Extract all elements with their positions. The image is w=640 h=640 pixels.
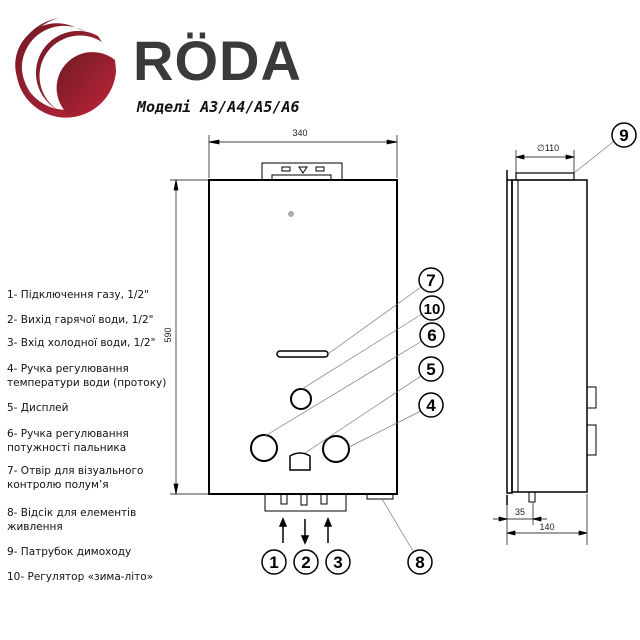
winter-summer-knob [290,388,312,410]
power-knob [250,434,278,462]
flame-window [276,350,329,358]
callout-9: 9 [611,122,637,148]
temperature-knob [322,435,350,463]
front-logo-icon [288,211,294,217]
svg-text:10: 10 [424,301,441,318]
legend-item-8: 8- Відсік для елементів живлення [7,507,137,533]
brand-name: RÖDA [133,29,302,92]
legend-item-4: 4- Ручка регулювання температури води (п… [7,363,167,389]
callout-5: 5 [418,356,444,382]
svg-text:6: 6 [427,326,436,345]
callout-4: 4 [418,392,444,418]
callout-2: 2 [293,549,319,575]
display [289,452,311,471]
svg-text:4: 4 [426,396,436,415]
svg-text:1: 1 [269,553,278,572]
callout-6: 6 [419,322,445,348]
callout-1: 1 [261,549,287,575]
roda-logo-icon [15,18,116,118]
svg-text:2: 2 [301,553,310,572]
legend-item-9: 9- Патрубок димоходу [7,546,132,558]
leader-lines [264,141,614,552]
legend-item-10: 10- Регулятор «зима-літо» [7,571,154,583]
front-view [208,162,398,512]
flow-arrows [278,517,333,545]
legend-item-6: 6- Ручка регулювання потужності пальника [7,428,129,454]
svg-text:8: 8 [415,553,424,572]
flue-diameter-dimension: ∅110 [537,143,559,153]
legend-item-7: 7- Отвір для візуального контролю полум’… [7,465,144,491]
pipe-offset-dimension: 35 [515,507,525,517]
legend-item-1: 1- Підключення газу, 1/2" [7,289,149,301]
svg-text:7: 7 [426,271,435,290]
battery-compartment [366,493,394,500]
depth-dimension: 140 [539,522,554,532]
legend-item-2: 2- Вихід гарячої води, 1/2" [7,314,154,326]
legend-item-3: 3- Вхід холодної води, 1/2" [7,337,156,349]
models-title: Моделі A3/A4/A5/A6 [137,98,300,116]
callout-3: 3 [325,549,351,575]
callout-8: 8 [407,549,433,575]
svg-text:9: 9 [619,126,628,145]
width-dimension: 340 [292,128,307,138]
callout-10: 10 [419,295,445,321]
svg-text:3: 3 [333,553,342,572]
side-view [506,170,597,505]
callout-7: 7 [418,267,444,293]
svg-text:5: 5 [426,360,435,379]
height-dimension: 590 [163,327,173,342]
legend-item-5: 5- Дисплей [7,402,69,414]
callouts: 1 2 3 4 5 6 7 8 9 10 [261,122,637,575]
dimension-lines [170,135,588,545]
